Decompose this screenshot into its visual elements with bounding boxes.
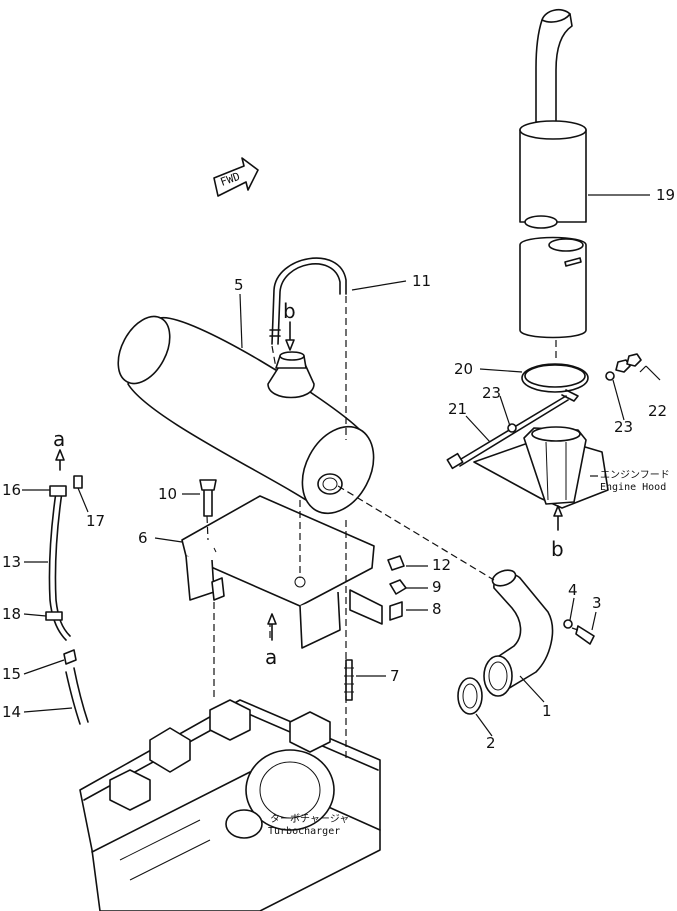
callout-10: 10	[158, 485, 177, 503]
leader-lines	[22, 194, 650, 737]
ref-b-top: b	[283, 299, 296, 323]
callout-20: 20	[454, 360, 473, 378]
assembly-lines	[206, 296, 579, 760]
callout-13: 13	[2, 553, 21, 571]
engine-hood-label-jp: エンジンフード	[600, 470, 670, 481]
elbow-pipe	[457, 569, 595, 715]
ref-a-bottom: a	[265, 645, 277, 669]
turbocharger-label-en: Turbocharger	[268, 826, 340, 837]
muffler	[117, 315, 375, 515]
callout-23-right: 23	[614, 418, 633, 436]
callout-numbers: 19 11 5 20 23 21 23 22 10 6 12 9 8 7 4 3…	[2, 186, 675, 752]
callout-19: 19	[656, 186, 675, 204]
callout-12: 12	[432, 556, 451, 574]
callout-8: 8	[432, 600, 442, 618]
fwd-label: FWD	[219, 170, 242, 189]
callout-7: 7	[390, 667, 400, 685]
engine-hood-label-en: Engine Hood	[600, 482, 666, 493]
callout-22: 22	[648, 402, 667, 420]
reference-letters: a b a b	[53, 299, 564, 669]
clamp-bolt	[446, 353, 661, 470]
callout-1: 1	[542, 702, 552, 720]
clamp-ring	[521, 363, 589, 402]
callout-17: 17	[86, 512, 105, 530]
callout-14: 14	[2, 703, 21, 721]
engine-hood-adapter	[473, 426, 609, 509]
u-bolt	[269, 257, 347, 345]
callout-11: 11	[412, 272, 431, 290]
callout-3: 3	[592, 594, 602, 612]
callout-21: 21	[448, 400, 467, 418]
reference-arrows	[55, 321, 563, 641]
ref-b-bottom: b	[551, 537, 564, 561]
callout-18: 18	[2, 605, 21, 623]
fwd-arrow: FWD	[213, 157, 259, 197]
exhaust-stack	[519, 8, 587, 339]
callout-9: 9	[432, 578, 442, 596]
ref-a-top: a	[53, 427, 65, 451]
engine-block	[79, 699, 381, 911]
callout-5: 5	[234, 276, 244, 294]
callout-23-left: 23	[482, 384, 501, 402]
callout-2: 2	[486, 734, 496, 752]
callout-16: 16	[2, 481, 21, 499]
callout-15: 15	[2, 665, 21, 683]
turbocharger-label-jp: ターボチャージャ	[270, 813, 349, 825]
part-notes: エンジンフード Engine Hood ターボチャージャ Turbocharge…	[268, 470, 670, 837]
muffler-bracket	[181, 479, 407, 701]
drain-tube	[45, 475, 89, 725]
callout-4: 4	[568, 581, 578, 599]
callout-6: 6	[138, 529, 148, 547]
